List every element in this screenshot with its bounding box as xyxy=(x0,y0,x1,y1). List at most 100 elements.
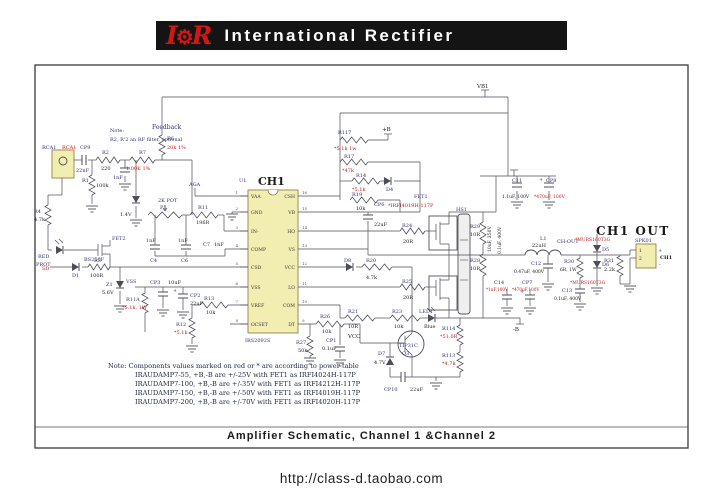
schematic-label: CP9 xyxy=(80,145,90,151)
resistor xyxy=(399,283,426,291)
wire xyxy=(404,332,413,341)
schematic-label: *470uF,100V xyxy=(512,287,540,292)
ic-pin-number: 6 xyxy=(235,281,238,286)
diode xyxy=(346,263,353,271)
diode xyxy=(593,245,601,252)
ic-pin-number: 16 xyxy=(302,190,308,195)
schematic-label: R2, R'2 an RF filter, optional xyxy=(110,137,183,143)
schematic-label: C4 xyxy=(150,258,157,264)
schematic-label: 1nF xyxy=(214,242,224,248)
polarity-plus: + xyxy=(520,289,524,295)
schematic-label: CP7 xyxy=(522,280,532,286)
schematic-label: 1.00K 1% xyxy=(126,166,151,172)
ic-pin-number: 13 xyxy=(302,243,308,248)
schematic-label: R2 xyxy=(102,150,109,156)
resistor xyxy=(129,156,156,164)
ic-pin-label: VS xyxy=(288,247,295,253)
schematic-label: *47k xyxy=(342,168,355,174)
schematic-label: VB1 xyxy=(476,84,489,90)
resistor xyxy=(189,211,219,219)
schematic-label: 100k xyxy=(96,183,110,189)
schematic-label: R12 xyxy=(176,322,186,328)
resistor xyxy=(349,196,379,204)
ic-pin-label: VB xyxy=(287,210,295,216)
schematic-label: D8 xyxy=(344,258,351,264)
schematic-label: 196R xyxy=(196,220,210,226)
schematic-label: 0.1uF xyxy=(322,346,337,352)
schematic-label: CP8 xyxy=(546,178,556,184)
schematic-label: TIP31C xyxy=(399,343,418,349)
schematic-label: P1 xyxy=(160,205,167,211)
resistor xyxy=(306,335,314,357)
rca-jack xyxy=(51,149,75,179)
schematic-label: FET1 xyxy=(414,194,428,200)
resistor xyxy=(576,257,584,279)
schematic-label: *470uF, 100V xyxy=(534,194,566,200)
schematic-label: R24 xyxy=(402,223,412,229)
schematic-label: R30 xyxy=(564,259,574,265)
schematic-label: C6 xyxy=(181,258,188,264)
schematic-label: R20 xyxy=(366,258,376,264)
schematic-label: 10uF, 250V xyxy=(487,226,493,252)
schematic-label: AGA xyxy=(188,182,201,188)
schematic-label: FET2 xyxy=(112,236,126,242)
schematic-label: 10k xyxy=(322,329,332,335)
schematic-label: C12 xyxy=(531,261,541,267)
wire xyxy=(164,207,168,212)
logo-letter-r: R xyxy=(191,21,213,50)
schematic-label: R4 xyxy=(34,209,41,215)
resistor xyxy=(44,204,52,226)
schematic-label: *MURS160T3G xyxy=(575,237,611,243)
schematic-label: 10k xyxy=(356,206,366,212)
speaker-connector xyxy=(635,243,657,269)
schematic-label: 22uF xyxy=(190,301,204,307)
resistor xyxy=(339,158,369,166)
resistor xyxy=(389,314,421,322)
resistor xyxy=(95,156,121,164)
ic-pin-number: 3 xyxy=(235,225,238,230)
heatsink xyxy=(457,213,471,315)
diode xyxy=(386,358,394,365)
schematic-label: R26 xyxy=(320,314,330,320)
schematic-label: 6R, 1W xyxy=(560,267,577,273)
diode xyxy=(593,261,601,268)
schematic-label: R25 xyxy=(402,279,412,285)
resistor xyxy=(141,292,149,314)
ic-pin-label: IN- xyxy=(251,229,259,235)
ic-pin-number: 2 xyxy=(235,206,238,211)
schematic-label: Z1 xyxy=(106,282,113,288)
schematic-label: R3 xyxy=(94,258,101,264)
schematic-label: R31 xyxy=(604,258,614,264)
resistor xyxy=(344,314,376,322)
schematic-label: 220 xyxy=(101,166,111,172)
schematic-label: Note: xyxy=(110,128,124,134)
schematic-label: C7 xyxy=(203,242,210,248)
schematic-label: U1 xyxy=(239,178,246,184)
schematic-label: CH-OUT xyxy=(557,239,579,245)
resistor xyxy=(158,134,166,156)
schematic-label: 1.4V xyxy=(120,212,132,218)
wire xyxy=(404,347,413,356)
schematic-label: VCC xyxy=(347,334,360,340)
schematic-label: BS250F xyxy=(84,257,105,263)
schematic-label: 1nF xyxy=(178,238,188,244)
schematic-label: Q3 xyxy=(402,351,409,357)
schematic-label: 0.47uF, 400V xyxy=(514,269,545,275)
schematic-label: L1 xyxy=(540,236,547,242)
ic-pin-label: VCC xyxy=(284,265,296,271)
ic-pin-number: 10 xyxy=(302,299,308,304)
schematic-label: -B xyxy=(513,327,519,333)
schematic-label: R28 xyxy=(470,258,480,264)
schematic-title: Amplifier Schematic, Channel 1 &Channel … xyxy=(226,430,496,442)
schematic-label: PROT xyxy=(36,262,51,268)
resistor xyxy=(315,320,345,328)
resistor xyxy=(88,174,96,196)
power-table-notes: Note: Components values marked on red or… xyxy=(108,362,360,407)
connector-pin-number: 2 xyxy=(639,257,642,262)
polarity-plus: + xyxy=(173,288,177,294)
resistor xyxy=(456,324,464,346)
schematic-label: *MURS160T3G xyxy=(570,280,606,286)
schematic-label: *IRFI4019H-117P xyxy=(388,203,434,209)
